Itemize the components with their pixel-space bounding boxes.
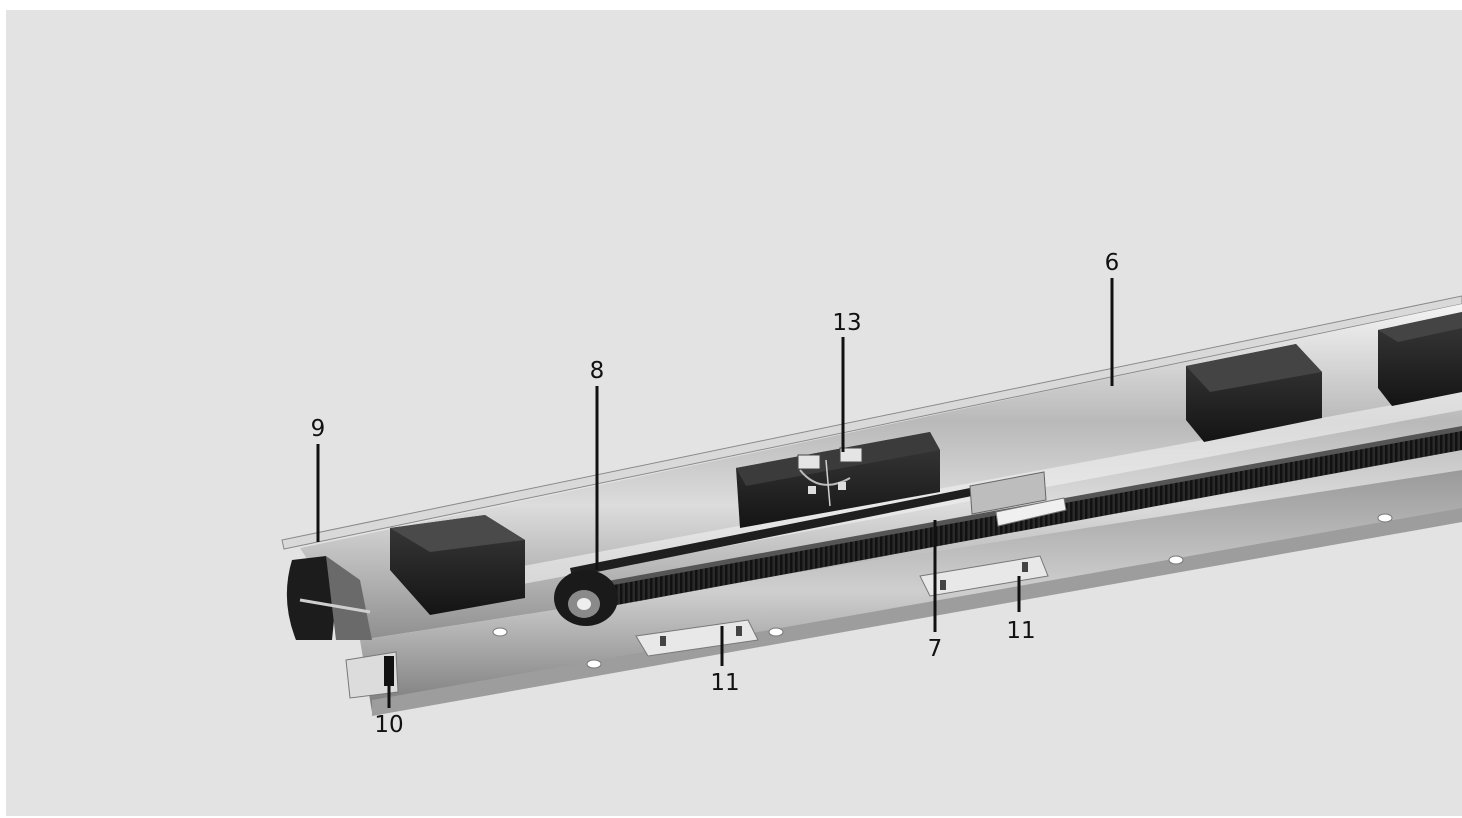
callout-13: 13 xyxy=(832,310,861,336)
center-control-unit xyxy=(736,432,940,528)
left-end-block xyxy=(390,515,525,615)
right-block-1 xyxy=(1186,344,1322,442)
mounting-bracket-right xyxy=(919,555,1049,597)
belt-pulley xyxy=(554,570,618,626)
carriage-element xyxy=(969,471,1067,527)
rail-mounting-holes xyxy=(492,513,1393,669)
callout-11a: 11 xyxy=(710,670,739,696)
callout-9: 9 xyxy=(311,416,326,442)
callout-11b: 11 xyxy=(1006,618,1035,644)
callout-6: 6 xyxy=(1105,250,1120,276)
callout-leaders xyxy=(316,278,1114,708)
callout-10: 10 xyxy=(374,712,403,738)
drive-belt xyxy=(570,488,972,577)
callout-8: 8 xyxy=(590,358,605,384)
end-cap xyxy=(286,556,372,640)
figure-canvas: 6 7 8 9 10 11 11 13 xyxy=(6,10,1462,816)
callout-7: 7 xyxy=(928,636,943,662)
mounting-bracket-left xyxy=(635,619,759,657)
sliding-door-operator-illustration: 6 7 8 9 10 11 11 13 xyxy=(281,250,1462,738)
callout-labels: 6 7 8 9 10 11 11 13 xyxy=(311,250,1120,738)
right-block-2 xyxy=(1378,312,1462,406)
end-stop xyxy=(345,651,399,699)
